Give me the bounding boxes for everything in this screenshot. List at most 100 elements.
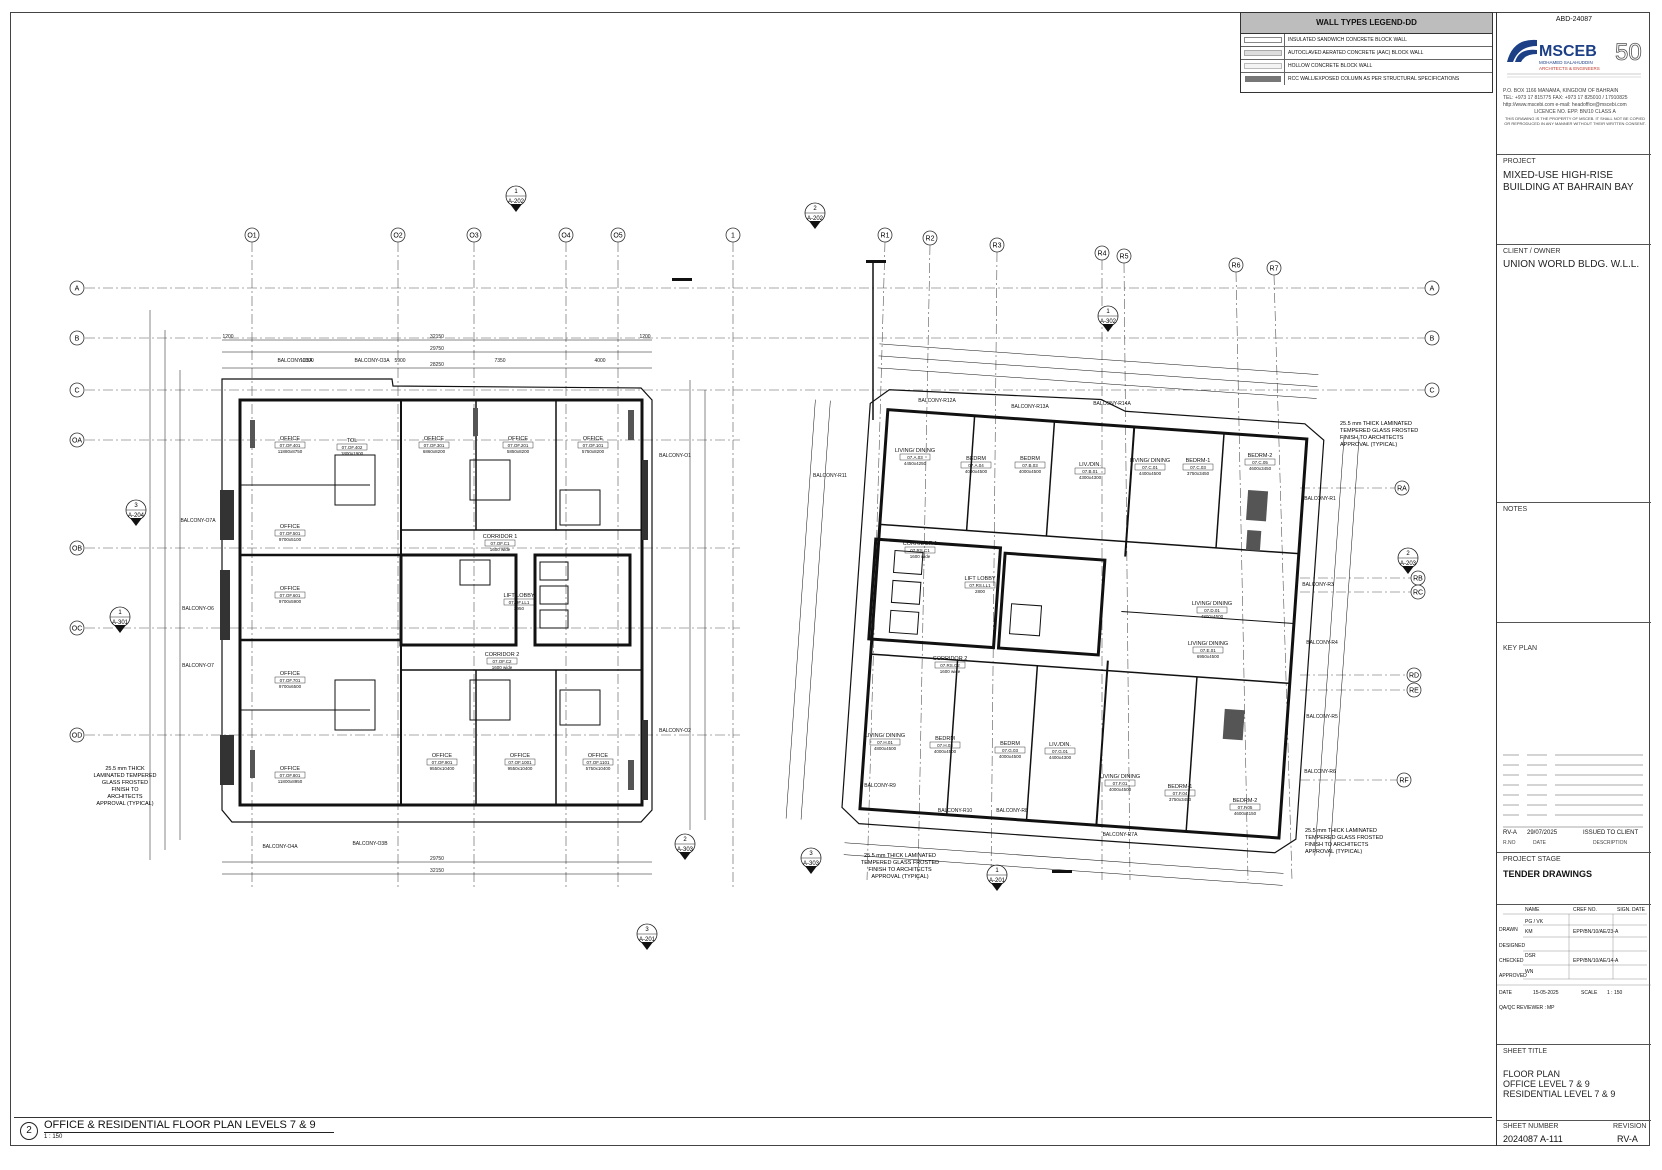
room-tag — [1074, 467, 1106, 475]
grid-bubble-label: R2 — [926, 236, 935, 243]
grid-bubble-label: 1 — [731, 233, 735, 240]
room-name: OFFICE — [510, 753, 530, 759]
room-size: 4400x4300 — [1049, 755, 1072, 760]
grid-bubble — [1410, 584, 1426, 600]
section-marker-sheet: A-303 — [677, 847, 694, 853]
room-name: OFFICE — [588, 753, 608, 759]
room-size: 2800 — [975, 589, 986, 594]
room-tag — [418, 441, 450, 449]
room-tag — [1244, 458, 1276, 466]
grid-bubble-label: B — [1430, 336, 1435, 343]
section-arrow-icon — [991, 883, 1003, 891]
legend-row: AUTOCLAVED AERATED CONCRETE (AAC) BLOCK … — [1241, 47, 1492, 60]
room-name: OFFICE — [280, 524, 300, 530]
room-size: 11880x8750 — [278, 449, 303, 454]
rev-hdr-desc: DESCRIPTION — [1593, 840, 1628, 846]
room-name: LIVING/ DINING — [1100, 774, 1140, 780]
room-code: 07.OF.C2 — [492, 659, 512, 664]
telephone: TEL: +973 17 815775 FAX: +973 17 825010 … — [1503, 95, 1628, 101]
section-marker-sheet: A-202 — [508, 199, 525, 205]
grid-bubble-label: OB — [72, 546, 82, 553]
balcony-label: BALCONY-O4A — [262, 844, 298, 850]
grid-bubble-label: R7 — [1270, 266, 1279, 273]
section-arrow-icon — [641, 942, 653, 950]
sheet-title-label: SHEET TITLE — [1503, 1048, 1548, 1055]
balcony-label: BALCONY-R13A — [1011, 404, 1049, 410]
grid-bubble-label: O3 — [469, 233, 478, 240]
keyplan-section: KEY PLAN — [1497, 642, 1651, 842]
room-size: 2950 — [514, 606, 525, 611]
room-name: BEDRM — [1020, 456, 1040, 462]
room-tag — [1104, 779, 1136, 787]
drawn-ref: EPP/BN/10/AE/23-A — [1573, 929, 1619, 935]
grid-bubble — [1394, 480, 1410, 496]
room-tag — [1229, 803, 1261, 811]
grid-bubble — [725, 227, 741, 243]
revision-label: REVISION — [1613, 1123, 1647, 1130]
room-name: LIV./DIN. — [1049, 742, 1071, 748]
grid-bubble-label: R5 — [1120, 254, 1129, 261]
room-size: 4600x4150 — [1234, 811, 1257, 816]
room-size: 1800x1900 — [341, 451, 364, 456]
room-name: CORRIDOR 1 — [903, 541, 938, 547]
room-name: TOL — [347, 438, 358, 444]
legend-row: HOLLOW CONCRETE BLOCK WALL — [1241, 60, 1492, 73]
legend-label: INSULATED SANDWICH CONCRETE BLOCK WALL — [1288, 37, 1407, 43]
room-name: LIVING/ DINING — [1192, 601, 1232, 607]
room-code: 07.OF.701 — [280, 678, 301, 683]
room-size: 11800x8950 — [278, 779, 303, 784]
residential-plan — [785, 343, 1360, 886]
room-code: 07.F.04 — [1173, 791, 1188, 796]
msceb-logo-icon: MSCEB MOHAMED SALAHUDDIN ARCHITECTS & EN… — [1507, 39, 1642, 78]
balcony-label: BALCONY-R11 — [813, 473, 847, 479]
dimension-label: 29750 — [430, 856, 444, 862]
room-name: CORRIDOR 2 — [933, 656, 968, 662]
section-marker-number: 2 — [813, 206, 817, 212]
address: P.O. BOX 1166 MANAMA, KINGDOM OF BAHRAIN — [1503, 88, 1619, 94]
stage-value: TENDER DRAWINGS — [1503, 869, 1593, 879]
balcony-label: BALCONY-R7A — [1103, 832, 1138, 838]
section-marker-number: 2 — [683, 837, 687, 843]
room-name: BEDRM — [1000, 741, 1020, 747]
room-tag — [274, 771, 306, 779]
room-name: CORRIDOR 2 — [485, 652, 520, 658]
rev-date: 29/07/2025 — [1527, 830, 1558, 836]
checked-ref: EPP/BN/10/AE/14-A — [1573, 958, 1619, 964]
revision-value: RV-A — [1617, 1134, 1638, 1144]
room-code: 07.OF.301 — [424, 443, 445, 448]
grid-bubble — [69, 727, 85, 743]
room-tag — [899, 453, 931, 461]
section-marker-sheet: A-301 — [112, 620, 129, 626]
room-code: 07.B.01 — [1082, 469, 1098, 474]
drawing-title: OFFICE & RESIDENTIAL FLOOR PLAN LEVELS 7… — [44, 1119, 316, 1131]
signoff-grid — [1497, 913, 1651, 986]
room-size: 9550x10400 — [430, 766, 455, 771]
room-code: 07.RS.C2 — [940, 663, 960, 668]
company-logo: MSCEB MOHAMED SALAHUDDIN ARCHITECTS & EN… — [1503, 32, 1645, 80]
room-tag — [486, 657, 518, 665]
grid-bubble — [390, 227, 406, 243]
legend-swatch — [1241, 34, 1285, 46]
grid-bubble-label: R1 — [881, 233, 890, 240]
dimension-label: 28250 — [430, 362, 444, 368]
date-value: 15-05-2025 — [1533, 990, 1559, 996]
room-size: 1600 wide — [492, 665, 513, 670]
room-name: OFFICE — [280, 671, 300, 677]
room-name: BEDRM-1 — [1186, 458, 1211, 464]
dimension-label: 29750 — [430, 346, 444, 352]
dimension-label: 11000 — [300, 358, 314, 364]
grid-bubble-label: RE — [1409, 688, 1419, 695]
room-code: 07.OF.801 — [280, 773, 301, 778]
room-code: 07.OF.1001 — [508, 760, 532, 765]
wall-types-legend: WALL TYPES LEGEND-DD INSULATED SANDWICH … — [1240, 12, 1493, 93]
grid-bubble — [1116, 248, 1132, 264]
client-section: CLIENT / OWNER UNION WORLD BLDG. W.L.L. — [1497, 244, 1651, 502]
balcony-label: BALCONY-R12A — [918, 398, 956, 404]
section-marker-number: 3 — [645, 927, 649, 933]
rev-hdr-no: R.NO — [1503, 840, 1516, 846]
room-code: 07.OF.401 — [280, 443, 301, 448]
room-tag — [274, 591, 306, 599]
stage-section: PROJECT STAGE TENDER DRAWINGS — [1497, 852, 1651, 904]
grid-bubble-label: RB — [1413, 576, 1423, 583]
